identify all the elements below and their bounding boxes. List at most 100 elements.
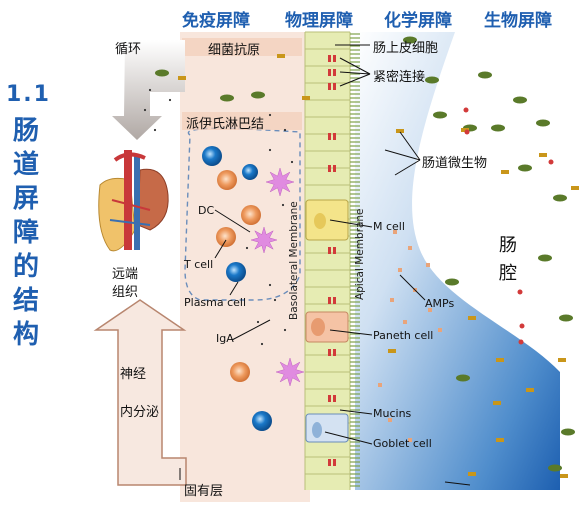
immune-cell-blue (202, 146, 222, 166)
label-distal-2: 组织 (112, 285, 139, 300)
label-goblet-cell: Goblet cell (373, 437, 432, 450)
immune-cell-blue (252, 411, 272, 431)
label-apical-membrane: Apical Membrane (354, 208, 366, 300)
lamina-propria-bg (180, 32, 310, 502)
dendritic-cells (250, 167, 305, 387)
goblet-cell-nucleus (312, 422, 322, 438)
bacterium-green (548, 464, 562, 472)
immune-cell-blue (242, 164, 258, 180)
bacterium-red (519, 323, 525, 329)
label-plasma-cell: Plasma cell (184, 296, 247, 309)
label-dc: DC (198, 204, 215, 217)
label-lamina-propria: 固有层 (184, 484, 224, 499)
header-biological-barrier: 生物屏障 (484, 11, 552, 31)
immune-cell-orange (216, 227, 236, 247)
bacterium-gold (468, 472, 476, 476)
label-basolateral-membrane: Basolateral Membrane (288, 201, 300, 320)
gut-microbiota (155, 36, 579, 478)
label-epithelial-cell: 肠上皮细胞 (373, 41, 439, 56)
bacterium-green (561, 428, 575, 436)
bacterium-red (464, 129, 470, 135)
bacterium-green (403, 36, 417, 44)
bacterium-gold (302, 96, 310, 100)
bacterium-green (445, 278, 459, 286)
band-bacterial-antigen (182, 38, 302, 56)
bacterium-green (513, 96, 527, 104)
label-endocrine: 内分泌 (120, 405, 160, 420)
bacterium-green (491, 124, 505, 132)
bacterium-gold (571, 186, 579, 190)
peyers-patch-outline (184, 127, 301, 301)
bacterium-gold (461, 128, 469, 132)
bacterium-gold (388, 349, 396, 353)
immune-cell-orange (217, 170, 237, 190)
antigen-dots (143, 88, 294, 346)
label-tcell: T cell (184, 258, 214, 271)
label-paneth-cell: Paneth cell (373, 329, 434, 342)
bacterium-gold (558, 358, 566, 362)
bacterium-gold (526, 388, 534, 392)
bacterium-green (425, 76, 439, 84)
nerve-endocrine-arrow (93, 299, 187, 486)
label-peyers-patch: 派伊氏淋巴结 (186, 117, 265, 132)
lumen-char: 肠 (499, 235, 517, 256)
bacterium-red (548, 159, 554, 165)
label-mcell: M cell (373, 220, 405, 233)
label-microbiota: 肠道微生物 (422, 156, 488, 171)
immune-cell-blue (226, 262, 246, 282)
label-mucins: Mucins (373, 407, 412, 420)
label-iga: IgA (216, 332, 234, 345)
bacterium-green (251, 91, 265, 99)
bacterium-gold (501, 170, 509, 174)
bacterium-green (155, 69, 169, 77)
bacterium-gold (496, 438, 504, 442)
bacterium-green (518, 164, 532, 172)
bacterium-green (456, 374, 470, 382)
paneth-cell-nucleus (311, 318, 325, 336)
bacterium-green (536, 119, 550, 127)
title-char: 障 (12, 218, 39, 248)
distal-organs-illustration (98, 150, 169, 252)
title-char: 构 (12, 320, 39, 350)
bacterium-gold (560, 474, 568, 478)
header-physical-barrier: 物理屏障 (285, 11, 353, 31)
immune-cell-orange (241, 205, 261, 225)
bacterium-green (553, 194, 567, 202)
circulation-arrow (112, 40, 185, 140)
bacterium-gold (539, 153, 547, 157)
bacterium-gold (277, 54, 285, 58)
dendritic-cell (275, 357, 305, 387)
title-char: 屏 (12, 184, 39, 214)
bacterium-green (220, 94, 234, 102)
dendritic-cell (250, 226, 278, 254)
label-circulation: 循环 (115, 42, 142, 57)
label-lumen: 肠 腔 (498, 232, 518, 288)
bacterium-green (559, 314, 573, 322)
immune-cell-orange (230, 362, 250, 382)
bacterium-gold (468, 316, 476, 320)
dendritic-cell (265, 167, 295, 197)
header-chemical-barrier: 化学屏障 (384, 11, 452, 31)
section-number: 1.1 (6, 82, 51, 107)
title-char: 肠 (12, 116, 39, 146)
title-char: 结 (12, 286, 39, 316)
label-nerve: 神经 (120, 367, 147, 382)
microvilli (350, 33, 360, 487)
bacterium-gold (178, 76, 186, 80)
band-peyers-patch (182, 112, 302, 130)
leader-lines (179, 44, 471, 486)
bacterium-red (463, 107, 469, 113)
label-bacterial-antigen: 细菌抗原 (208, 43, 261, 58)
title-char: 道 (12, 150, 39, 180)
m-cell (305, 199, 349, 241)
header-immune-barrier: 免疫屏障 (182, 11, 250, 31)
tight-junctions (328, 55, 336, 466)
lumen-char: 腔 (499, 263, 517, 284)
label-distal-1: 远端 (112, 267, 139, 282)
bacterium-green (478, 71, 492, 79)
bacterium-gold (496, 358, 504, 362)
bacterium-gold (396, 129, 404, 133)
label-amps: AMPs (425, 297, 455, 310)
